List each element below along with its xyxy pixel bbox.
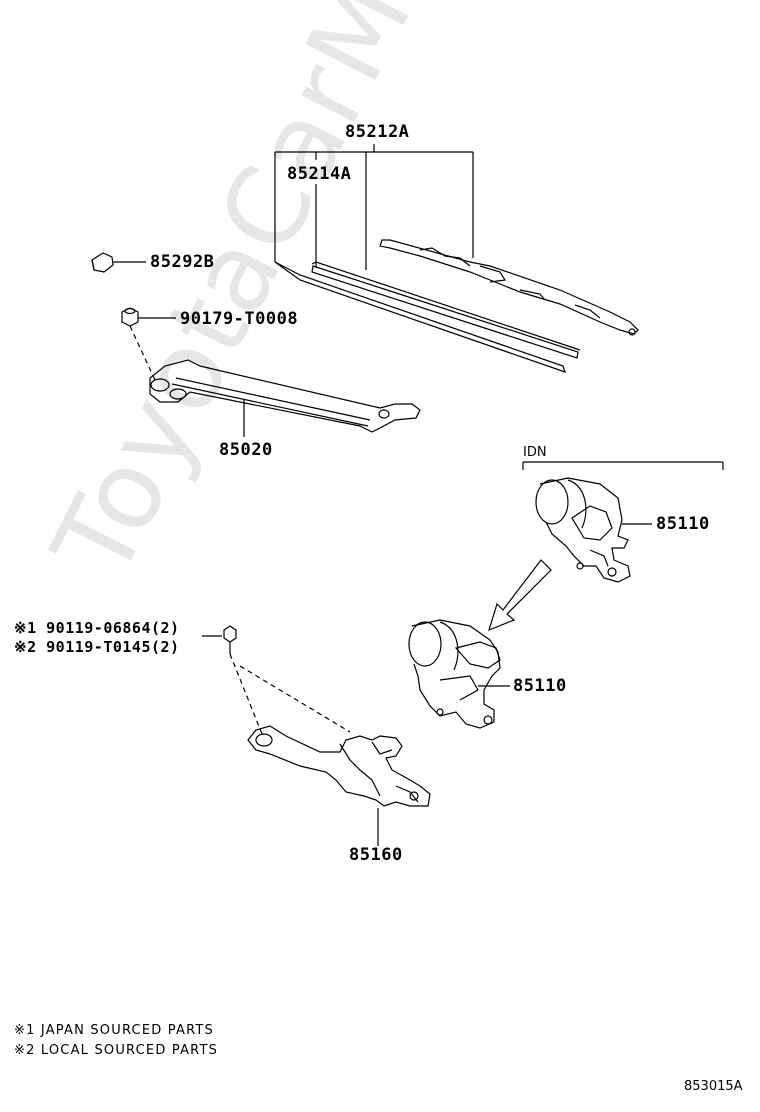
part-label-85292b[interactable]: 85292B — [150, 252, 215, 272]
blade-leader-lines — [274, 144, 474, 270]
part-label-bolt-japan[interactable]: ※1 90119-06864(2) — [14, 619, 180, 637]
nut-part — [121, 307, 176, 381]
blade-rubber-strips — [274, 261, 581, 373]
footnote-local: ※2 LOCAL SOURCED PARTS — [14, 1043, 219, 1058]
part-label-bolt-local[interactable]: ※2 90119-T0145(2) — [14, 638, 180, 656]
motor-top — [535, 477, 652, 583]
wiper-arm — [149, 359, 421, 437]
part-label-85160[interactable]: 85160 — [349, 845, 403, 865]
part-label-85212a[interactable]: 85212A — [345, 122, 410, 142]
motor-bottom — [408, 619, 510, 729]
part-label-85020[interactable]: 85020 — [219, 440, 273, 460]
direction-arrow — [488, 559, 552, 632]
footnote-japan: ※1 JAPAN SOURCED PARTS — [14, 1023, 214, 1038]
diagram-code: 853015A — [684, 1079, 743, 1094]
part-label-85110-bottom[interactable]: 85110 — [513, 676, 567, 696]
cap-part — [91, 252, 146, 273]
linkage-assy — [247, 725, 431, 846]
part-label-90179-t0008[interactable]: 90179-T0008 — [180, 309, 299, 329]
bolt-part — [202, 625, 351, 735]
blade-frame — [379, 239, 639, 336]
part-label-85214a[interactable]: 85214A — [287, 164, 352, 184]
idn-bracket — [522, 461, 724, 470]
region-label-idn: IDN — [523, 445, 547, 460]
part-label-85110-top[interactable]: 85110 — [656, 514, 710, 534]
